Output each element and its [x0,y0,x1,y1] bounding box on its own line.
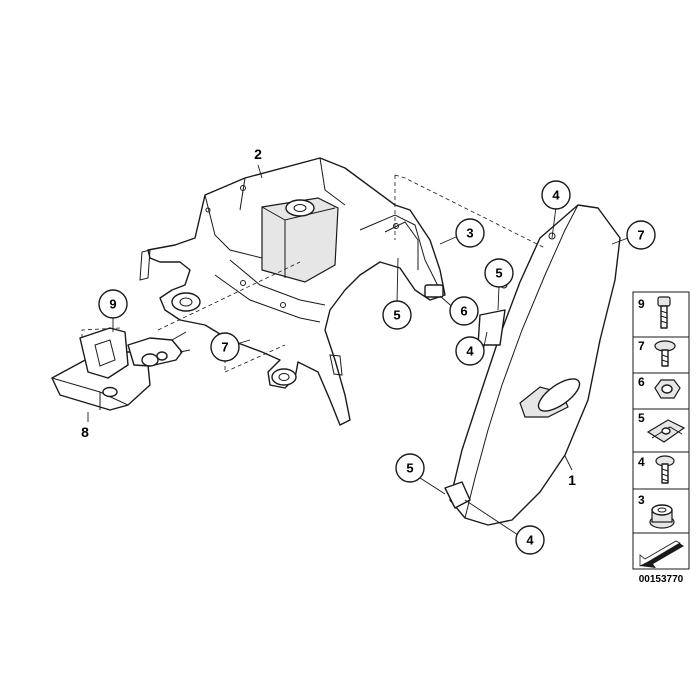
callout-7-right-label: 7 [637,228,644,243]
callout-5-bottom-label: 5 [406,461,413,476]
callout-6: 6 [449,296,479,326]
callout-5-panel: 5 [484,258,514,288]
latch-bracket [51,327,191,411]
callout-9: 9 [98,289,128,319]
callout-4-top: 4 [541,180,571,210]
callout-7-center: 7 [210,332,240,362]
legend-item-5: 5 [632,408,690,453]
grommet-icon [649,504,675,529]
bolt-long-icon [657,296,671,329]
callout-5-bottom: 5 [395,453,425,483]
callout-7-center-label: 7 [221,340,228,355]
clip-nut-icon [646,419,686,443]
hex-nut-icon [654,379,681,399]
callout-5-center-label: 5 [393,308,400,323]
legend-item-6: 6 [632,372,690,410]
screw-icon [654,340,676,367]
callout-8-label: 8 [81,424,89,440]
legend-item-3-label: 3 [638,493,645,507]
legend-item-4-label: 4 [638,455,645,469]
legend-item-9: 9 [632,291,690,338]
legend-item-arrow [632,532,690,570]
direction-arrow-icon [639,540,684,568]
legend-item-6-label: 6 [638,375,645,389]
callout-4-mid: 4 [455,336,485,366]
callout-2-label: 2 [254,146,262,162]
callout-3-label: 3 [466,226,473,241]
legend-item-3: 3 [632,488,690,534]
callout-5-panel-label: 5 [495,266,502,281]
hardware-legend: 9 7 6 5 [632,291,690,570]
callout-7-right: 7 [626,220,656,250]
callout-4-bottom-label: 4 [526,533,534,548]
callout-1-label: 1 [568,472,576,488]
carrier-bracket [139,157,446,426]
callout-4-mid-label: 4 [466,344,474,359]
callout-9-label: 9 [109,297,116,312]
callout-3: 3 [455,218,485,248]
legend-item-9-label: 9 [638,297,645,311]
callout-1: 1 [568,472,576,488]
legend-item-7: 7 [632,336,690,374]
legend-item-5-label: 5 [638,411,645,425]
callout-2: 2 [254,146,262,162]
bolt-short-icon [655,455,675,484]
callout-4-top-label: 4 [552,188,560,203]
trim-panel [444,204,621,526]
callout-8: 8 [81,424,89,440]
callout-5-center: 5 [382,300,412,330]
legend-item-7-label: 7 [638,339,645,353]
callout-6-label: 6 [460,304,467,319]
legend-item-4: 4 [632,451,690,490]
callout-4-bottom: 4 [515,525,545,555]
reference-number: 00153770 [639,574,684,585]
